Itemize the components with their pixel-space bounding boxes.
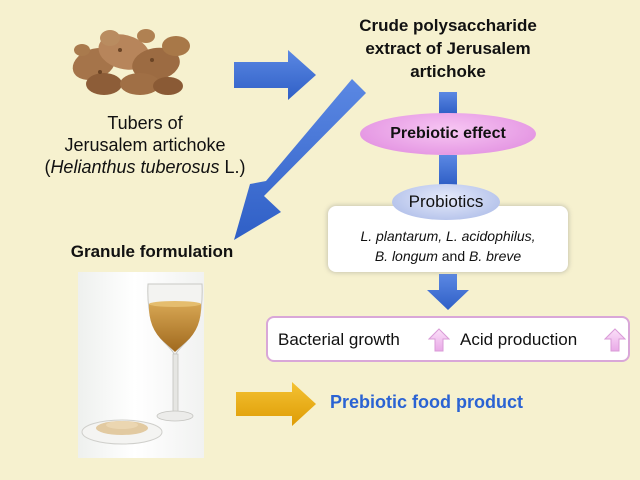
results-box: Bacterial growth Acid production	[266, 316, 630, 362]
tubers-line1: Tubers of	[107, 113, 183, 133]
tubers-line2: Jerusalem artichoke	[64, 135, 226, 155]
acid-production-up-arrow-icon	[604, 328, 626, 352]
acid-production-label: Acid production	[460, 330, 578, 349]
prebiotic-food-product-label: Prebiotic food product	[330, 392, 523, 412]
strains-line1: L. plantarum, L. acidophilus,	[360, 228, 536, 244]
latin-open: (	[44, 157, 51, 177]
bacterial-growth-up-arrow-icon	[428, 328, 450, 352]
latin-close: L.)	[219, 157, 246, 177]
drink-glass-image	[81, 283, 203, 445]
strains-box: L. plantarum, L. acidophilus, B. longum …	[328, 206, 568, 272]
prebiotic-effect-node: Prebiotic effect	[360, 113, 536, 155]
tubers-label: Tubers of Jerusalem artichoke (Helianthu…	[20, 112, 270, 178]
latin-name: Helianthus tuberosus	[50, 157, 220, 177]
granule-formulation-title: Granule formulation	[70, 242, 234, 261]
probiotics-label: Probiotics	[408, 192, 484, 211]
arrow-to-prebiotic	[439, 92, 457, 114]
strain-b-breve: B. breve	[469, 248, 522, 264]
crude-line2: extract of Jerusalem	[365, 39, 531, 58]
arrow-to-results	[427, 274, 469, 310]
strains-and: and	[437, 248, 470, 264]
arrow-to-probiotics	[439, 155, 457, 185]
strains-line2: B. longum and B. breve	[328, 246, 568, 266]
crude-line1: Crude polysaccharide	[359, 16, 537, 35]
arrow-to-food-product	[236, 382, 316, 426]
arrow-to-crude	[234, 50, 316, 100]
crude-line3: artichoke	[410, 62, 486, 81]
tubers-image	[72, 29, 190, 95]
tubers-latin: (Helianthus tuberosus L.)	[20, 156, 270, 178]
crude-extract-title: Crude polysaccharide extract of Jerusale…	[318, 14, 578, 83]
strain-b-longum: B. longum	[374, 248, 438, 264]
granule-drink-photo	[78, 272, 204, 458]
arrow-to-granule	[234, 79, 366, 240]
bacterial-growth-label: Bacterial growth	[278, 330, 400, 349]
prebiotic-effect-label: Prebiotic effect	[390, 125, 506, 142]
probiotics-node: Probiotics	[392, 184, 500, 220]
